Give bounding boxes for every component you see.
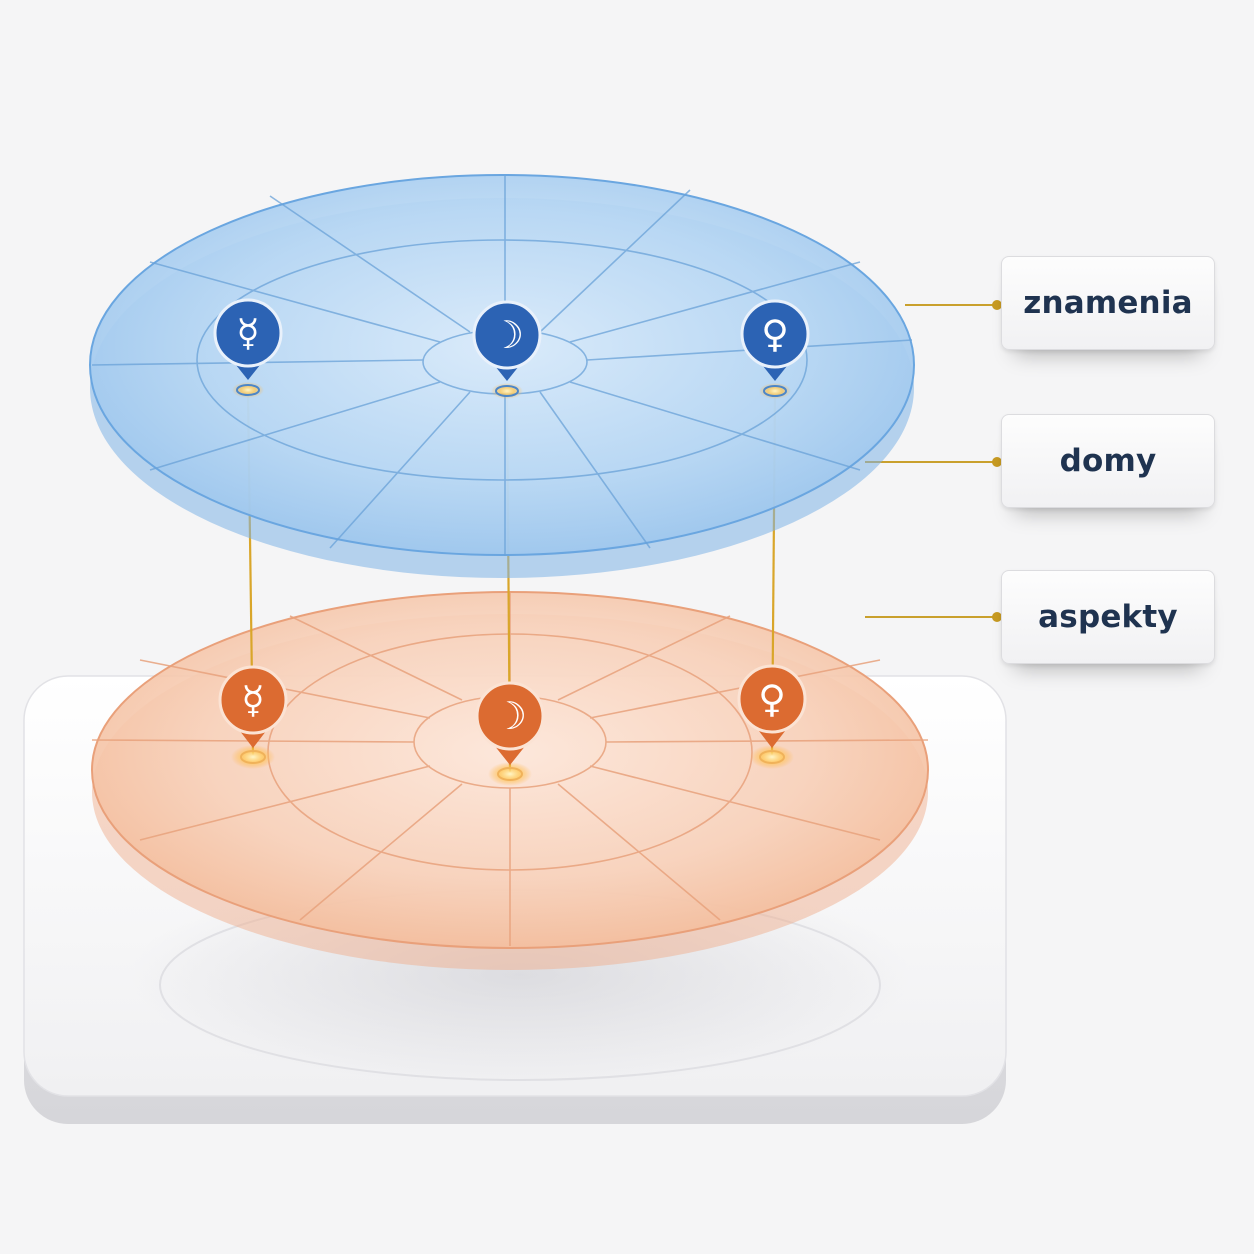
bottom-marker-mercury[interactable]: ☿ bbox=[218, 665, 288, 769]
label-aspects: aspekty bbox=[1001, 570, 1215, 664]
bottom-marker-moon[interactable]: ☽ bbox=[475, 681, 545, 786]
mercury-icon: ☿ bbox=[236, 311, 259, 355]
top-marker-moon[interactable]: ☽ bbox=[472, 300, 542, 399]
label-houses: domy bbox=[1001, 414, 1215, 508]
bottom-marker-venus[interactable]: ♀ bbox=[737, 664, 807, 769]
venus-icon: ♀ bbox=[761, 312, 789, 356]
top-marker-venus[interactable]: ♀ bbox=[740, 299, 810, 399]
venus-icon: ♀ bbox=[758, 677, 786, 721]
top-disc-signs-houses bbox=[89, 174, 915, 578]
mercury-icon: ☿ bbox=[241, 678, 264, 722]
label-signs: znamenia bbox=[1001, 256, 1215, 350]
top-marker-mercury[interactable]: ☿ bbox=[213, 298, 283, 398]
moon-icon: ☽ bbox=[493, 694, 527, 738]
moon-icon: ☽ bbox=[490, 313, 524, 357]
bottom-markers: ☿ ☽ ♀ bbox=[218, 664, 807, 786]
label-connectors bbox=[865, 300, 1002, 622]
top-markers: ☿ ☽ ♀ bbox=[213, 298, 810, 399]
